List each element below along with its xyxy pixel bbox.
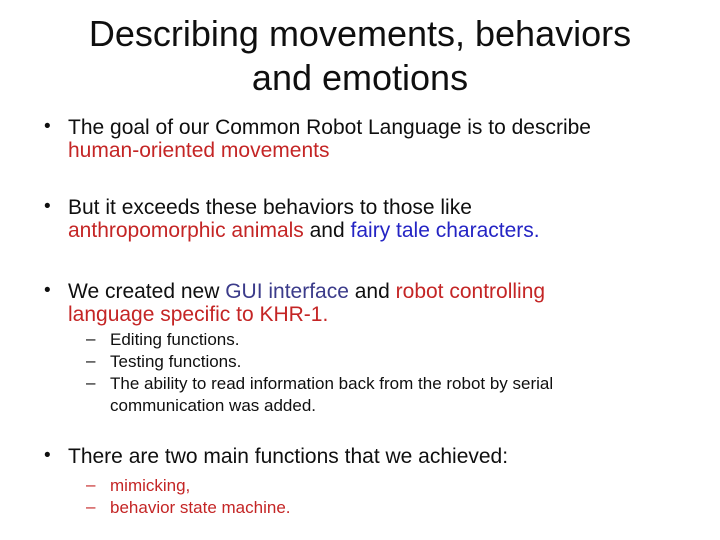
sub-bullet-testing: – Testing functions. xyxy=(0,351,720,373)
text-segment: and xyxy=(303,219,351,242)
text-segment-highlight: behavior state machine. xyxy=(110,498,291,517)
text-segment-highlight: anthropomorphic animals xyxy=(68,219,304,242)
bullet-dot-icon: • xyxy=(44,116,51,137)
text-segment: and xyxy=(348,280,396,303)
sub-bullet-mimicking: – mimicking, xyxy=(0,475,720,497)
dash-icon: – xyxy=(86,329,96,348)
sub-bullet-serial-line-2: communication was added. xyxy=(110,395,690,417)
bullet-exceeds-line-1: But it exceeds these behaviors to those … xyxy=(68,196,690,219)
text-segment-highlight: GUI interface xyxy=(225,280,349,303)
text-segment: But it exceeds these behaviors to those … xyxy=(68,196,472,219)
text-segment: Testing functions. xyxy=(110,352,242,371)
bullet-dot-icon: • xyxy=(44,280,51,301)
sub-bullet-behavior-state-machine: – behavior state machine. xyxy=(0,497,720,519)
bullet-two-functions: • There are two main functions that we a… xyxy=(0,445,720,468)
slide-title: Describing movements, behaviors and emot… xyxy=(0,0,720,100)
dash-icon: – xyxy=(86,497,96,516)
text-segment-highlight: robot controlling xyxy=(395,280,546,303)
slide-title-line-2: and emotions xyxy=(251,57,469,98)
bullet-exceeds-line-2: anthropomorphic animals and fairy tale c… xyxy=(68,219,690,242)
text-segment-highlight: human-oriented movements xyxy=(68,139,330,162)
bullet-goal-line-2: human-oriented movements xyxy=(68,139,690,162)
dash-icon: – xyxy=(86,373,96,392)
text-segment: There are two main functions that we ach… xyxy=(68,445,509,468)
sub-bullet-group-achieved: – mimicking, – behavior state machine. xyxy=(0,475,720,519)
slide-body: • The goal of our Common Robot Language … xyxy=(0,116,720,519)
bullet-goal-line-1: The goal of our Common Robot Language is… xyxy=(68,116,690,139)
text-segment: The goal of our Common Robot Language is… xyxy=(68,116,591,139)
sub-bullet-group-functions: – Editing functions. – Testing functions… xyxy=(0,329,720,417)
dash-icon: – xyxy=(86,475,96,494)
dash-icon: – xyxy=(86,351,96,370)
bullet-gui-line-2: language specific to KHR-1. xyxy=(68,303,690,326)
text-segment-highlight: language specific to KHR-1. xyxy=(68,303,329,326)
bullet-gui: • We created new GUI interface and robot… xyxy=(0,280,720,326)
slide-title-line-1: Describing movements, behaviors xyxy=(88,13,632,54)
sub-bullet-editing: – Editing functions. xyxy=(0,329,720,351)
sub-bullet-serial: – The ability to read information back f… xyxy=(0,373,720,417)
bullet-goal: • The goal of our Common Robot Language … xyxy=(0,116,720,162)
text-segment: The ability to read information back fro… xyxy=(110,374,554,393)
bullet-dot-icon: • xyxy=(44,196,51,217)
text-segment: Editing functions. xyxy=(110,330,240,349)
bullet-dot-icon: • xyxy=(44,445,51,466)
bullet-gui-line-1: We created new GUI interface and robot c… xyxy=(68,280,690,303)
bullet-two-functions-line-1: There are two main functions that we ach… xyxy=(68,445,690,468)
sub-bullet-serial-line-1: The ability to read information back fro… xyxy=(110,373,690,395)
bullet-exceeds: • But it exceeds these behaviors to thos… xyxy=(0,196,720,242)
text-segment-highlight: mimicking, xyxy=(110,476,191,495)
text-segment-highlight: fairy tale characters. xyxy=(350,219,540,242)
text-segment: We created new xyxy=(68,280,226,303)
text-segment: communication was added. xyxy=(110,396,317,415)
